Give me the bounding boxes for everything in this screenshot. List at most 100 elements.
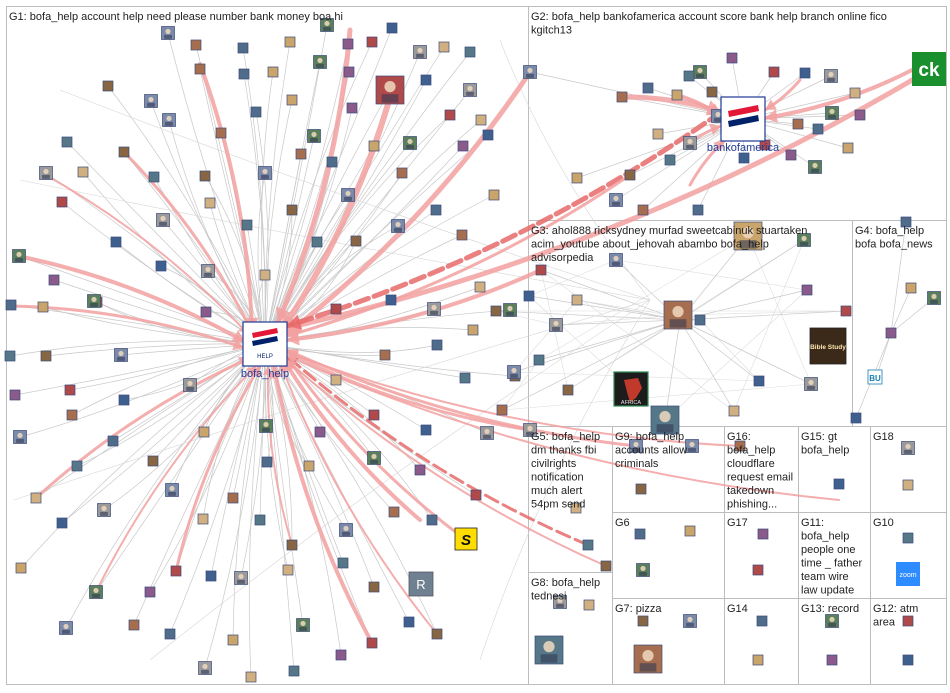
user-avatar-node[interactable] <box>634 528 646 540</box>
user-avatar-node[interactable] <box>30 492 42 504</box>
user-avatar-node[interactable] <box>61 136 73 148</box>
user-avatar-node[interactable] <box>571 294 583 306</box>
user-avatar-node[interactable] <box>624 169 636 181</box>
user-avatar-node[interactable] <box>726 52 738 64</box>
user-avatar-node[interactable] <box>470 489 482 501</box>
user-avatar-node[interactable] <box>464 46 476 58</box>
r-avatar-node[interactable]: R <box>408 571 434 597</box>
user-avatar-node[interactable] <box>330 303 342 315</box>
user-avatar-node[interactable] <box>204 197 216 209</box>
user-avatar-node[interactable] <box>496 404 508 416</box>
user-avatar-node[interactable] <box>286 94 298 106</box>
user-avatar-node[interactable] <box>128 619 140 631</box>
user-avatar-node[interactable] <box>902 479 914 491</box>
user-avatar-node[interactable] <box>812 123 824 135</box>
user-avatar-node[interactable] <box>148 171 160 183</box>
user-avatar-node[interactable] <box>66 409 78 421</box>
user-avatar-node[interactable] <box>684 525 696 537</box>
user-avatar-node[interactable] <box>368 581 380 593</box>
user-avatar-node[interactable] <box>799 67 811 79</box>
user-avatar-node[interactable] <box>205 570 217 582</box>
user-avatar-node[interactable] <box>785 149 797 161</box>
user-avatar-node[interactable] <box>752 654 764 666</box>
africa-node[interactable]: AFRICA <box>613 371 649 407</box>
user-avatar-node[interactable] <box>900 216 912 228</box>
user-avatar-node[interactable] <box>227 492 239 504</box>
user-avatar-node[interactable] <box>326 156 338 168</box>
user-avatar-node[interactable] <box>118 146 130 158</box>
user-avatar-node[interactable] <box>5 299 17 311</box>
user-avatar-node[interactable] <box>801 284 813 296</box>
user-avatar-node[interactable] <box>490 305 502 317</box>
user-avatar-node[interactable] <box>474 281 486 293</box>
user-avatar-node[interactable] <box>635 483 647 495</box>
user-avatar-node[interactable] <box>757 528 769 540</box>
user-avatar-node[interactable] <box>475 114 487 126</box>
user-avatar-node[interactable] <box>396 167 408 179</box>
user-avatar-node[interactable] <box>385 294 397 306</box>
user-avatar-node[interactable] <box>438 41 450 53</box>
user-avatar-node[interactable] <box>170 565 182 577</box>
user-avatar-node[interactable] <box>147 455 159 467</box>
user-avatar-node[interactable] <box>768 66 780 78</box>
bible-study-node[interactable]: Bible Study <box>809 327 847 365</box>
user-avatar-node[interactable] <box>110 236 122 248</box>
user-avatar-node[interactable] <box>48 274 60 286</box>
user-avatar-node[interactable] <box>456 229 468 241</box>
user-avatar-node[interactable] <box>840 305 852 317</box>
user-avatar-node[interactable] <box>199 170 211 182</box>
user-avatar-node[interactable] <box>706 86 718 98</box>
user-avatar-node[interactable] <box>420 74 432 86</box>
user-avatar-node[interactable] <box>368 409 380 421</box>
user-avatar-node[interactable] <box>77 166 89 178</box>
user-avatar-node[interactable] <box>267 66 279 78</box>
user-avatar-node[interactable] <box>64 384 76 396</box>
user-avatar-node[interactable] <box>245 671 257 683</box>
user-avatar-node[interactable] <box>652 128 664 140</box>
user-avatar-node[interactable] <box>330 374 342 386</box>
user-avatar-node[interactable] <box>194 63 206 75</box>
user-avatar-node[interactable] <box>571 172 583 184</box>
user-avatar-node[interactable] <box>368 140 380 152</box>
user-avatar-node[interactable] <box>379 349 391 361</box>
user-avatar-node[interactable] <box>414 464 426 476</box>
user-avatar-node[interactable] <box>533 354 545 366</box>
user-avatar-node[interactable] <box>637 204 649 216</box>
user-avatar-node[interactable] <box>833 478 845 490</box>
user-avatar-node[interactable] <box>144 586 156 598</box>
user-avatar-node[interactable] <box>388 506 400 518</box>
user-avatar-node[interactable] <box>753 375 765 387</box>
user-avatar-node[interactable] <box>342 38 354 50</box>
zoom-logo-node[interactable]: zoom <box>896 562 920 586</box>
user-avatar-node[interactable] <box>200 306 212 318</box>
user-avatar-node[interactable] <box>431 628 443 640</box>
user-avatar-node[interactable] <box>642 82 654 94</box>
hub-bankofamerica[interactable]: bankofamerica <box>707 96 780 154</box>
user-avatar-node[interactable] <box>254 514 266 526</box>
user-avatar-node[interactable] <box>562 384 574 396</box>
user-avatar-node[interactable] <box>826 654 838 666</box>
user-avatar-node[interactable] <box>295 148 307 160</box>
user-avatar-node[interactable] <box>71 460 83 472</box>
user-avatar-node[interactable] <box>284 36 296 48</box>
user-avatar-node[interactable] <box>637 615 649 627</box>
user-avatar-node[interactable] <box>337 557 349 569</box>
user-avatar-node[interactable] <box>259 269 271 281</box>
user-avatar-node[interactable] <box>343 66 355 78</box>
user-avatar-node[interactable] <box>694 314 706 326</box>
user-avatar-node[interactable] <box>671 89 683 101</box>
user-avatar-node[interactable] <box>386 22 398 34</box>
user-avatar-node[interactable] <box>311 236 323 248</box>
user-avatar-node[interactable] <box>692 204 704 216</box>
user-avatar-node[interactable] <box>286 204 298 216</box>
user-avatar-node[interactable] <box>752 564 764 576</box>
user-avatar-node[interactable] <box>288 665 300 677</box>
user-avatar-node[interactable] <box>488 189 500 201</box>
user-avatar-node[interactable] <box>854 109 866 121</box>
user-avatar-node[interactable] <box>523 290 535 302</box>
user-avatar-node[interactable] <box>56 517 68 529</box>
user-avatar-node[interactable] <box>118 394 130 406</box>
user-avatar-node[interactable] <box>237 42 249 54</box>
user-avatar-node[interactable] <box>426 514 438 526</box>
user-avatar-node[interactable] <box>459 372 471 384</box>
